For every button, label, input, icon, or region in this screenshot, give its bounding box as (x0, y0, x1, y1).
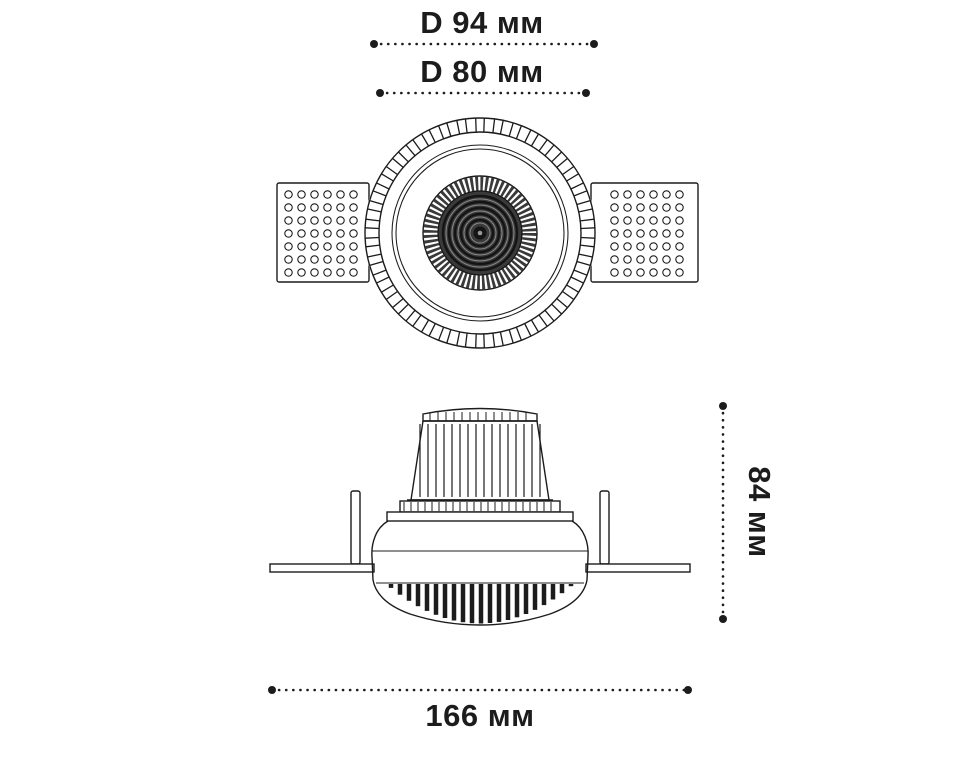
heatsink-fins (419, 424, 541, 497)
led-module (422, 175, 538, 291)
ribbed-skirt (372, 579, 588, 626)
mounting-flange-left (269, 563, 375, 573)
heatsink-base-ring (399, 500, 561, 513)
dimension-width: 166 мм (268, 686, 692, 733)
dimension-label-width: 166 мм (425, 698, 534, 733)
mounting-plate-left (276, 182, 370, 283)
perforation-grid-right (608, 188, 686, 279)
body-right-outline (571, 520, 589, 581)
dimension-height: 84 мм (719, 402, 777, 623)
perforation-grid-left (282, 188, 360, 279)
mounting-flange-right (585, 563, 691, 573)
heatsink (407, 407, 553, 501)
spring-clip-left (350, 490, 361, 565)
dimension-outer-diameter: D 94 мм (370, 5, 598, 48)
heatsink-cap (422, 407, 538, 422)
led-serrated-ring (423, 176, 537, 290)
dimension-label-height: 84 мм (742, 466, 777, 557)
dimension-label-inner-diameter: D 80 мм (420, 54, 543, 89)
body-left-outline (371, 520, 389, 581)
side-view (269, 407, 691, 626)
spring-clip-right (599, 490, 610, 565)
heatsink-body (410, 420, 550, 501)
dimension-inner-diameter: D 80 мм (376, 54, 590, 97)
scalloped-edge (365, 118, 595, 348)
dimension-label-outer-diameter: D 94 мм (420, 5, 543, 40)
dimensions: D 94 мм D 80 мм 84 мм 166 мм (268, 5, 777, 733)
body-top-ring (386, 511, 574, 522)
mounting-plate-right (590, 182, 699, 283)
top-view (276, 117, 699, 349)
